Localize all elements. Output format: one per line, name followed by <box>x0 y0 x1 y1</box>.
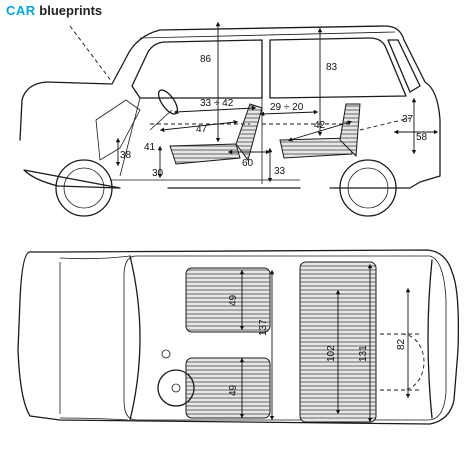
dim-label-49-bottom: 49 <box>228 384 239 396</box>
dim-label-33: 33 <box>274 166 286 177</box>
dim-label-47: 47 <box>196 124 208 135</box>
gear-lever <box>161 349 171 359</box>
boot-dashed <box>380 333 422 391</box>
dim-label-42: 42 <box>314 120 326 131</box>
dim-line-29-20 <box>259 109 319 117</box>
spare-wheel-dashed <box>401 333 425 391</box>
dim-label-137: 137 <box>258 319 269 336</box>
front-wheel <box>55 159 113 217</box>
dim-line-47 <box>159 120 239 132</box>
interior-dashed-lines <box>150 117 411 131</box>
side-window-quarter <box>387 39 421 93</box>
rear-wheel <box>339 159 397 217</box>
dim-label-30: 30 <box>152 168 164 179</box>
site-logo: CAR blueprints <box>6 3 102 19</box>
dim-label-86: 86 <box>200 54 212 65</box>
dim-label-49-top: 49 <box>228 294 239 306</box>
dim-label-38: 38 <box>120 150 132 161</box>
side-window-front <box>131 39 263 99</box>
dim-line-42 <box>287 120 353 142</box>
dim-label-82: 82 <box>396 338 407 350</box>
side-body-outline <box>19 25 441 189</box>
logo-word: blueprints <box>39 3 103 18</box>
rear-window <box>427 259 433 419</box>
side-view: 86 83 33 ÷ 42 29 ÷ 20 47 42 37 58 60 33 … <box>19 21 441 217</box>
dim-label-83: 83 <box>326 62 338 73</box>
top-view: 49 137 49 102 131 82 <box>17 249 460 425</box>
steering-column <box>149 109 173 131</box>
steering-hub <box>171 383 181 393</box>
windshield <box>129 255 141 421</box>
dim-label-37: 37 <box>402 114 414 125</box>
dim-label-102: 102 <box>326 345 337 362</box>
dim-label-33-42: 33 ÷ 42 <box>200 98 234 109</box>
dim-label-58: 58 <box>416 132 428 143</box>
dim-label-41: 41 <box>144 142 156 153</box>
rear-wheel-rim <box>347 167 389 209</box>
front-seat-cushion <box>169 143 241 165</box>
roof-line <box>139 31 396 39</box>
top-roof-outline <box>123 255 447 421</box>
front-wheel-rim <box>63 167 105 209</box>
top-steering-wheel <box>157 369 195 407</box>
bonnet-lines <box>59 255 131 421</box>
engine-bay <box>95 99 141 161</box>
front-seat-back <box>235 103 263 162</box>
steering-wheel <box>157 89 179 115</box>
dim-line-33-42 <box>173 105 257 115</box>
side-window-rear <box>269 37 407 99</box>
dim-label-131: 131 <box>358 345 369 362</box>
top-body-outline <box>17 249 460 425</box>
logo-brand: CAR <box>6 3 36 18</box>
dim-label-29-20: 29 ÷ 20 <box>270 102 304 113</box>
dim-label-60: 60 <box>242 158 254 169</box>
leader-dashed <box>69 25 113 83</box>
